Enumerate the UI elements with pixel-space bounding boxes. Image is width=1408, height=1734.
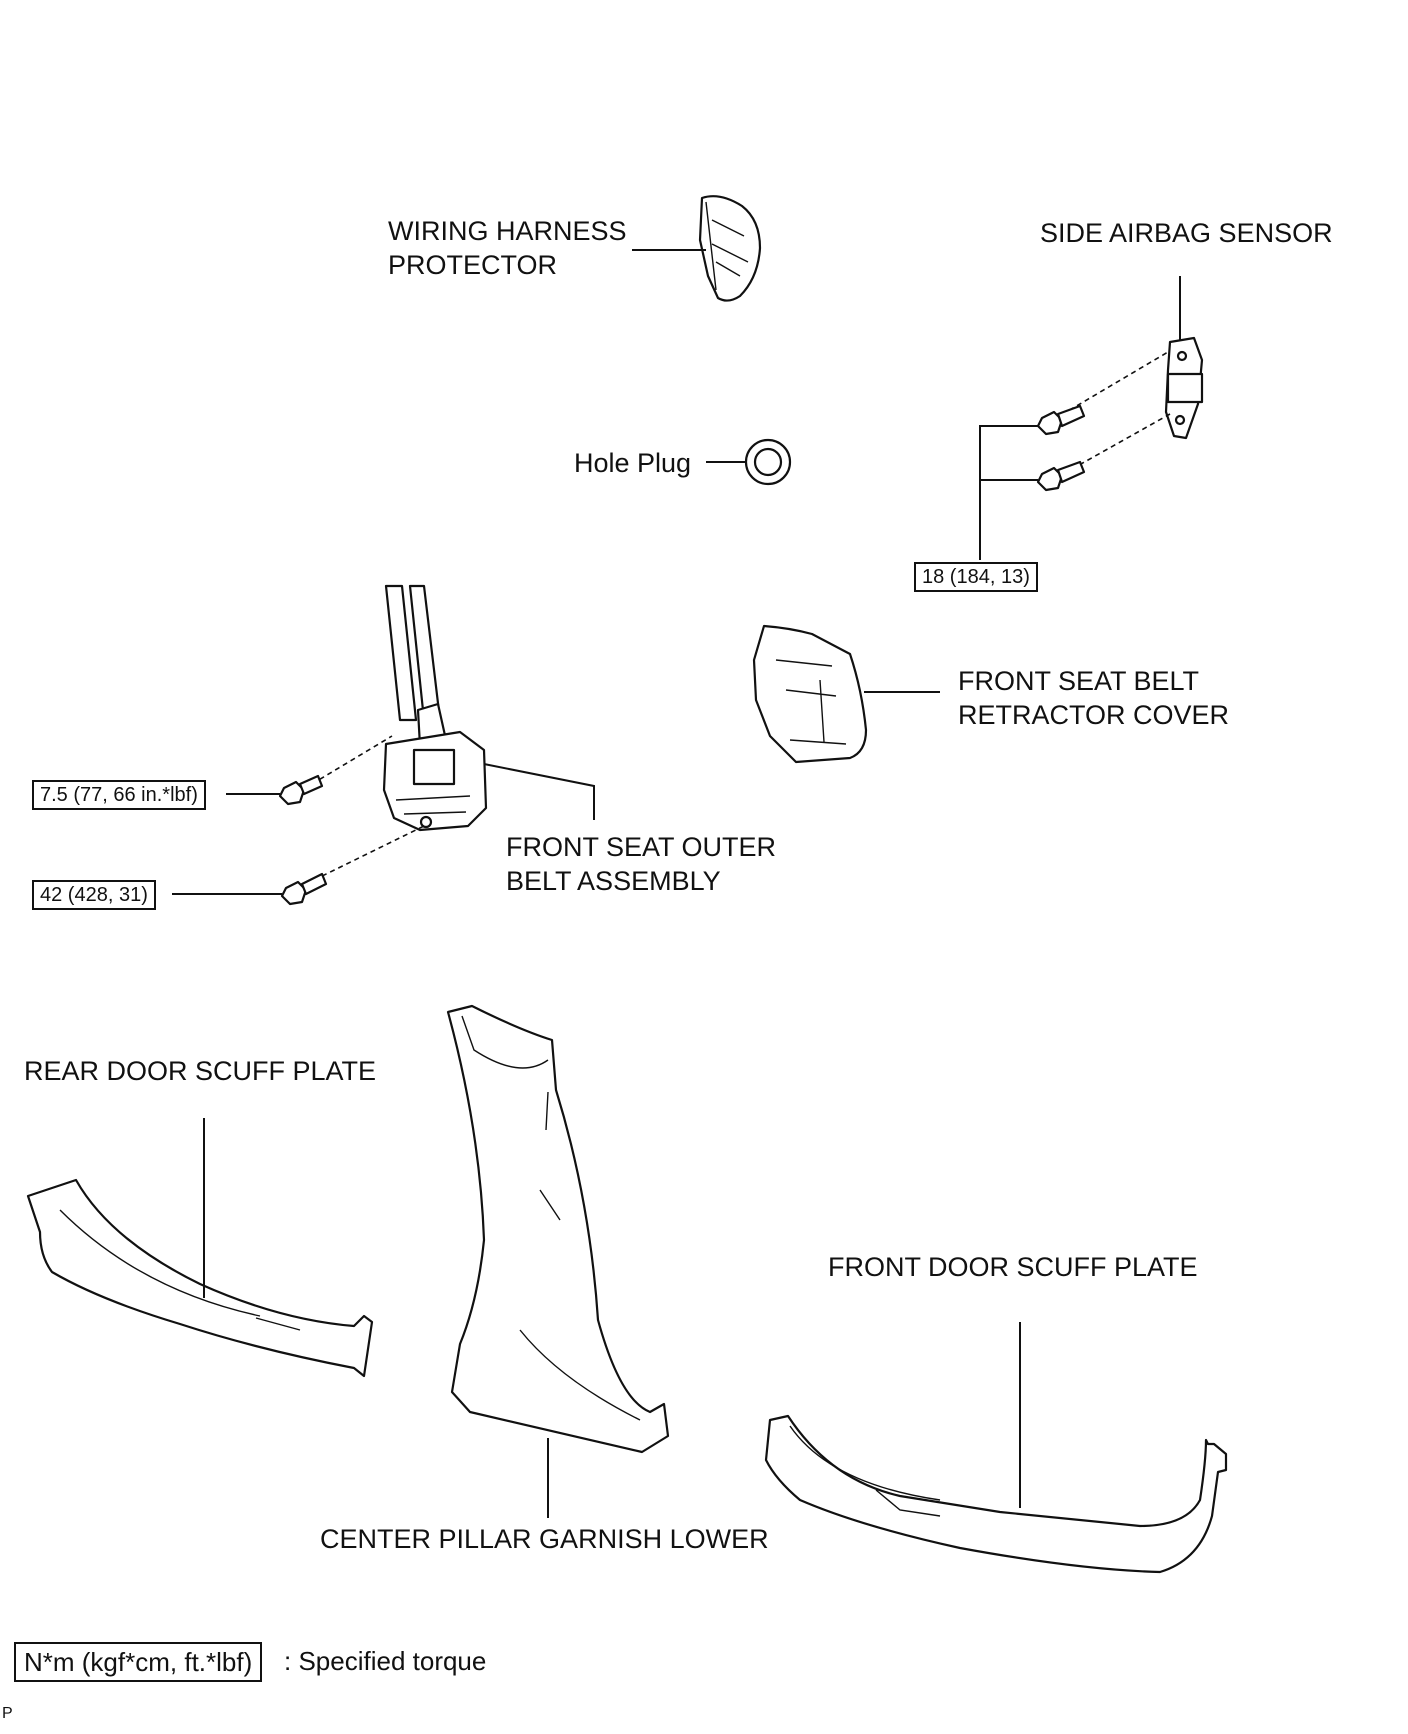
retractor-cover-part xyxy=(752,624,940,764)
rear-door-scuff-plate-part xyxy=(26,1118,374,1378)
retractor-cover-label: FRONT SEAT BELT RETRACTOR COVER xyxy=(958,664,1229,732)
center-pillar-garnish-label: CENTER PILLAR GARNISH LOWER xyxy=(320,1524,769,1554)
belt-bolt-upper xyxy=(278,774,324,806)
label-line: RETRACTOR COVER xyxy=(958,700,1230,730)
sensor-torque-box: 18 (184, 13) xyxy=(914,562,1038,592)
legend-torque-box: N*m (kgf*cm, ft.*lbf) xyxy=(14,1642,263,1682)
front-door-scuff-plate-part xyxy=(764,1322,1228,1574)
front-door-scuff-plate-label: FRONT DOOR SCUFF PLATE xyxy=(828,1252,1198,1282)
sensor-bolt-lower xyxy=(1036,460,1086,492)
label-line: FRONT SEAT OUTER xyxy=(506,832,777,862)
legend-description: : Specified torque xyxy=(284,1646,487,1676)
front-seat-outer-belt-label: FRONT SEAT OUTER BELT ASSEMBLY xyxy=(506,830,776,898)
hole-plug-part xyxy=(706,438,792,486)
sensor-bolt-upper xyxy=(1036,404,1086,436)
side-airbag-sensor-part xyxy=(979,276,1204,560)
wiring-harness-protector-label: WIRING HARNESS PROTECTOR xyxy=(388,214,627,282)
belt-lower-torque-box: 42 (428, 31) xyxy=(32,880,156,910)
label-line: BELT ASSEMBLY xyxy=(506,866,721,896)
hole-plug-label: Hole Plug xyxy=(574,448,692,478)
center-pillar-garnish-part xyxy=(446,1004,670,1518)
corner-mark: P xyxy=(2,1705,13,1722)
belt-upper-torque-box: 7.5 (77, 66 in.*lbf) xyxy=(32,780,206,810)
front-seat-outer-belt-part xyxy=(172,584,595,906)
label-line: WIRING HARNESS xyxy=(388,216,627,246)
label-line: FRONT SEAT BELT xyxy=(958,666,1200,696)
side-airbag-sensor-label: SIDE AIRBAG SENSOR xyxy=(1040,218,1333,248)
label-line: PROTECTOR xyxy=(388,250,558,280)
wiring-harness-protector-part xyxy=(632,195,762,302)
rear-door-scuff-plate-label: REAR DOOR SCUFF PLATE xyxy=(24,1056,377,1086)
belt-bolt-lower xyxy=(280,872,328,906)
